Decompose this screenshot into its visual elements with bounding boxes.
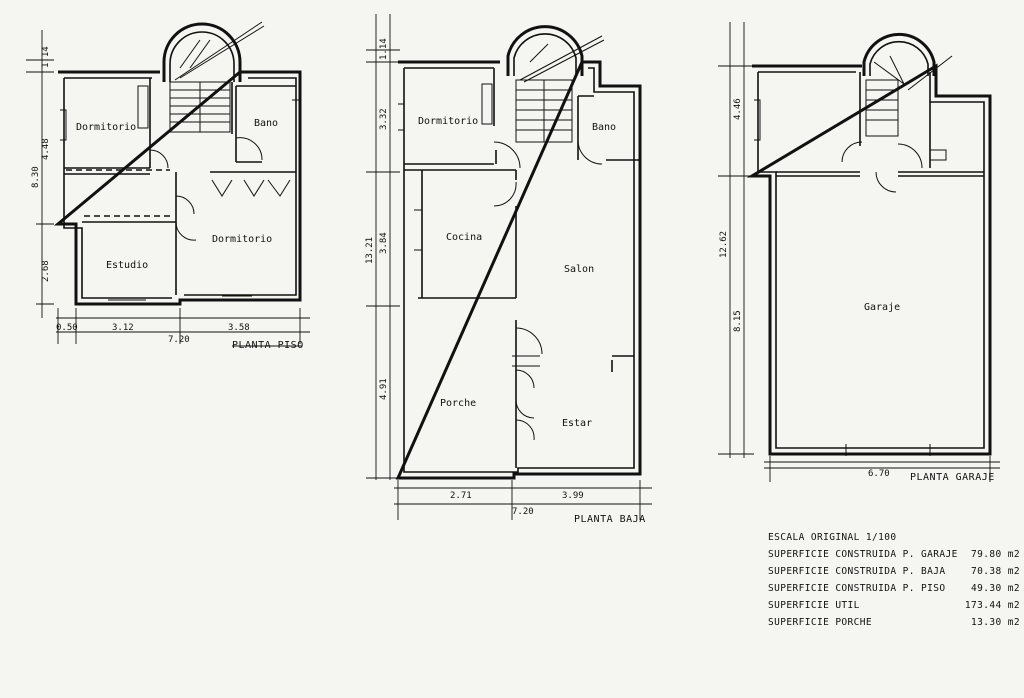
baja-room-estar: Estar bbox=[562, 418, 592, 429]
baja-stair-tower-inner bbox=[513, 33, 577, 76]
garaje-stair-tower-inner bbox=[869, 40, 929, 76]
legend-label: SUPERFICIE CONSTRUIDA P. GARAJE bbox=[768, 549, 958, 560]
baja-wardrobe bbox=[481, 83, 493, 125]
garaje-windows bbox=[754, 99, 931, 456]
legend-label: SUPERFICIE CONSTRUIDA P. BAJA bbox=[768, 566, 946, 577]
garaje-dim-v2: 12.62 bbox=[719, 231, 729, 258]
planta-piso: Dormitorio Bano Estudio Dormitorio 1.14 … bbox=[26, 21, 310, 351]
garaje-outer-walls bbox=[746, 63, 992, 456]
baja-room-porche: Porche bbox=[440, 398, 476, 409]
baja-dim-v3: 3.84 bbox=[379, 232, 389, 254]
baja-room-dormitorio: Dormitorio bbox=[418, 116, 478, 127]
piso-room-estudio: Estudio bbox=[106, 260, 148, 271]
piso-dim-v2: 4.48 bbox=[41, 138, 51, 160]
baja-room-bano: Bano bbox=[592, 122, 616, 133]
garaje-dim-v3: 8.15 bbox=[733, 310, 743, 332]
legend-row: SUPERFICIE CONSTRUIDA P. BAJA 70.38 m2 bbox=[768, 563, 1024, 580]
baja-outer-walls bbox=[395, 60, 642, 480]
piso-dim-h1: 0.50 bbox=[56, 323, 78, 333]
legend-row: SUPERFICIE PORCHE 13.30 m2 bbox=[768, 614, 1024, 631]
legend-label: SUPERFICIE UTIL bbox=[768, 600, 860, 611]
baja-room-salon: Salon bbox=[564, 264, 594, 275]
legend-row: SUPERFICIE CONSTRUIDA P. PISO 49.30 m2 bbox=[768, 580, 1024, 597]
legend-scale: ESCALA ORIGINAL 1/100 bbox=[768, 532, 897, 543]
baja-inner-walls bbox=[403, 67, 635, 473]
piso-windows bbox=[60, 99, 300, 305]
piso-dim-v1: 1.14 bbox=[41, 46, 51, 68]
garaje-partitions bbox=[776, 72, 984, 177]
surface-legend: ESCALA ORIGINAL 1/100 SUPERFICIE CONSTRU… bbox=[768, 529, 1024, 631]
piso-door-swings bbox=[149, 137, 263, 241]
piso-dim-v3: 8.30 bbox=[31, 166, 41, 188]
baja-windows bbox=[398, 103, 540, 367]
piso-dim-h2: 3.12 bbox=[112, 323, 134, 333]
planta-baja: Dormitorio Bano Cocina Salon Porche Esta… bbox=[365, 14, 652, 525]
piso-dimensions bbox=[26, 30, 310, 347]
baja-dim-h3: 7.20 bbox=[512, 507, 534, 517]
legend-label: SUPERFICIE PORCHE bbox=[768, 617, 873, 628]
legend-label: SUPERFICIE CONSTRUIDA P. PISO bbox=[768, 583, 946, 594]
garaje-room-garaje: Garaje bbox=[864, 302, 900, 313]
legend-value: 173.44 m2 bbox=[964, 600, 1020, 611]
garaje-stairs bbox=[865, 55, 953, 137]
garaje-title: PLANTA GARAJE bbox=[910, 472, 995, 483]
piso-stairs bbox=[169, 21, 265, 133]
garaje-dim-v1: 4.46 bbox=[733, 98, 743, 120]
piso-dim-h4: 3.58 bbox=[228, 323, 250, 333]
planta-garaje: Garaje 4.46 12.62 8.15 6.70 PLANTA GARAJ… bbox=[718, 22, 1000, 483]
baja-stairs bbox=[515, 35, 605, 143]
piso-title: PLANTA PISO bbox=[232, 340, 304, 351]
garaje-inner-walls bbox=[757, 71, 985, 449]
piso-room-dormitorio-1: Dormitorio bbox=[76, 122, 136, 133]
baja-title: PLANTA BAJA bbox=[574, 514, 646, 525]
piso-outer-walls bbox=[53, 70, 302, 306]
piso-partitions bbox=[64, 78, 296, 295]
garaje-stair-tower bbox=[862, 32, 936, 76]
baja-dim-v2: 3.32 bbox=[379, 108, 389, 130]
piso-stair-tower-inner bbox=[169, 31, 235, 82]
legend-value: 70.38 m2 bbox=[971, 566, 1020, 577]
legend-value: 13.30 m2 bbox=[971, 617, 1020, 628]
garaje-dim-h1: 6.70 bbox=[868, 469, 890, 479]
baja-dimensions bbox=[366, 14, 652, 520]
piso-wardrobe-marks bbox=[211, 179, 291, 197]
piso-stair-tower bbox=[162, 22, 242, 82]
piso-room-dormitorio-2: Dormitorio bbox=[212, 234, 272, 245]
legend-row: SUPERFICIE UTIL 173.44 m2 bbox=[768, 597, 1024, 614]
baja-room-cocina: Cocina bbox=[446, 232, 482, 243]
piso-dim-v4: 2.68 bbox=[41, 260, 51, 282]
legend-row: SUPERFICIE CONSTRUIDA P. GARAJE 79.80 m2 bbox=[768, 546, 1024, 563]
baja-stair-tower bbox=[506, 25, 584, 76]
baja-door-swings bbox=[493, 139, 603, 441]
piso-room-bano: Bano bbox=[254, 118, 278, 129]
baja-dim-v1: 1.14 bbox=[379, 38, 389, 60]
legend-value: 79.80 m2 bbox=[971, 549, 1020, 560]
piso-dashed-lines bbox=[66, 169, 170, 217]
baja-dim-v4: 13.21 bbox=[365, 237, 375, 264]
legend-value: 49.30 m2 bbox=[971, 583, 1020, 594]
garaje-door-swings bbox=[841, 141, 947, 193]
piso-inner-walls bbox=[63, 77, 297, 299]
piso-wardrobe bbox=[137, 85, 149, 129]
baja-dim-h1: 2.71 bbox=[450, 491, 472, 501]
baja-dim-h2: 3.99 bbox=[562, 491, 584, 501]
baja-dim-v5: 4.91 bbox=[379, 378, 389, 400]
piso-dim-h3: 7.20 bbox=[168, 335, 190, 345]
garaje-dimensions bbox=[718, 22, 1000, 482]
